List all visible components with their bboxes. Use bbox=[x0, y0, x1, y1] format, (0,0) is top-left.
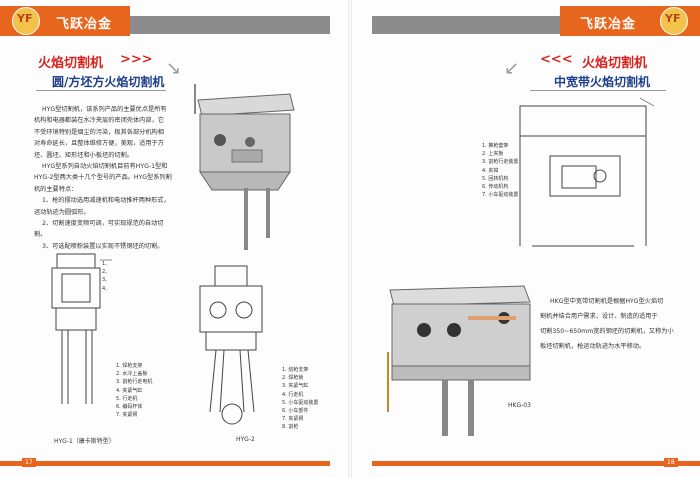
hkg-machine-photo bbox=[387, 285, 531, 436]
left-title-rule bbox=[36, 90, 166, 91]
left-paragraph: 坯、圆坯、矩形坯和小板坯的切割。 bbox=[34, 151, 133, 159]
left-footer-bar bbox=[0, 461, 330, 466]
left-paragraph: HYG型切割机，该系列产品的主要优点是所有 bbox=[42, 106, 167, 113]
right-header-band bbox=[372, 16, 560, 34]
legend-item: 4. 行走机 bbox=[282, 391, 304, 398]
hyg1-technical-drawing bbox=[51, 253, 112, 404]
left-paragraph: 机构和电器都装在水冷夹层的密闭壳体内部，它 bbox=[34, 117, 164, 125]
left-paragraph: HYG-2型两大类十几个型号的产品。HYG型系列割 bbox=[34, 174, 172, 182]
legend-item: 5. 行走机 bbox=[116, 395, 138, 402]
legend-item: 1. 推枪套架 bbox=[482, 143, 509, 149]
hyg1-legend-numbers: 1、 2、 3、 4、 bbox=[102, 260, 110, 293]
legend-item: 5. 小车驱动装置 bbox=[282, 399, 319, 406]
right-section-arrows: <<< bbox=[540, 52, 573, 67]
hyg1-legend: 1. 焊枪支架 2. 水冷上盖板 3. 割枪行走电机 4. 夹紧气缸 5. 行走… bbox=[116, 362, 152, 419]
legend-number: 2、 bbox=[102, 269, 111, 276]
hkg-caption: HKG-03 bbox=[508, 402, 531, 409]
right-paragraph: 板坯切割机，枪运动轨迹为水平移动。 bbox=[540, 343, 646, 350]
legend-item: 4. 夹紧气缸 bbox=[116, 387, 143, 394]
right-brand-name: 飞跃冶金 bbox=[580, 17, 637, 32]
left-section-title: 火焰切割机 bbox=[38, 56, 104, 71]
legend-item: 2. 上夹板 bbox=[482, 151, 504, 158]
legend-item: 3. 夹紧气缸 bbox=[282, 383, 309, 390]
left-paragraph: 割。 bbox=[34, 231, 47, 239]
left-paragraph: 不受环境特别是烟尘的污染，极其各部分机构相 bbox=[34, 128, 164, 136]
legend-item: 7. 夹紧臂 bbox=[116, 412, 138, 419]
left-header-band bbox=[130, 16, 330, 34]
hyg1-caption: HYG-1（康卡斯特型） bbox=[54, 438, 115, 445]
left-paragraph: 运动轨迹为圆弧形。 bbox=[34, 208, 90, 216]
right-body-text: HKG型中宽带切割机是根据HYG型火焰切 割机并结合用户需求，设计、制造的适用于… bbox=[540, 294, 690, 354]
legend-item: 6. 编码杆体 bbox=[116, 404, 143, 411]
right-paragraph: 割机并结合用户需求，设计、制造的适用于 bbox=[540, 313, 658, 320]
legend-item: 5. 回转机构 bbox=[482, 175, 509, 182]
legend-item: 8. 割枪 bbox=[282, 424, 299, 431]
left-paragraph: HYG型系列自动火焰切割机目前有HYG-1型和 bbox=[42, 163, 168, 171]
right-section-title: 火焰切割机 bbox=[582, 56, 648, 71]
page-gutter bbox=[348, 0, 352, 478]
hkg-legend: 1. 推枪套架 2. 上夹板 3. 割枪行走装置 4. 夹钳 5. 回转机构 6… bbox=[482, 142, 518, 199]
left-body-text: HYG型切割机，该系列产品的主要优点是所有 机构和电器都装在水冷夹层的密闭壳体内… bbox=[34, 104, 189, 252]
left-paragraph: 3、可选配喷粉装置以实现不锈钢坯的切割。 bbox=[42, 242, 164, 250]
right-paragraph: 切割350~650mm宽的钢坯的切割机，又称为小 bbox=[540, 328, 674, 335]
hyg2-caption: HYG-2 bbox=[236, 436, 255, 443]
right-footer-bar bbox=[372, 461, 700, 466]
legend-item: 2. 焊枪锁 bbox=[282, 375, 304, 382]
legend-item: 6. 小车部件 bbox=[282, 408, 309, 415]
legend-item: 3. 割枪行走电机 bbox=[116, 379, 153, 386]
arrow-down-left-icon: ↙ bbox=[504, 58, 520, 79]
right-title-rule bbox=[530, 90, 666, 91]
legend-item: 1. 熔枪支架 bbox=[282, 367, 309, 373]
left-logo-icon bbox=[12, 7, 40, 35]
legend-item: 4. 夹钳 bbox=[482, 167, 499, 174]
right-logo-mark: YF bbox=[665, 12, 681, 25]
left-subtitle: 圆/方坯方火焰切割机 bbox=[52, 75, 165, 89]
left-brand-name: 飞跃冶金 bbox=[56, 17, 113, 32]
hyg-machine-photo bbox=[194, 84, 295, 250]
legend-item: 3. 割枪行走装置 bbox=[482, 159, 519, 166]
hkg-technical-drawing bbox=[519, 97, 655, 247]
legend-item: 7. 夹紧臂 bbox=[282, 416, 304, 423]
left-section-arrows: >>> bbox=[120, 52, 153, 67]
arrow-down-right-icon: ↘ bbox=[166, 58, 182, 79]
hyg2-technical-drawing bbox=[199, 265, 263, 425]
legend-number: 3、 bbox=[102, 277, 111, 284]
left-paragraph: 1、枪的摆动选用减速机和电动推杆两种形式， bbox=[42, 197, 170, 205]
legend-item: 7. 小车驱动装置 bbox=[482, 192, 519, 199]
right-paragraph: HKG型中宽带切割机是根据HYG型火焰切 bbox=[550, 298, 664, 305]
legend-item: 6. 传动机构 bbox=[482, 184, 509, 191]
left-logo-mark: YF bbox=[17, 12, 33, 25]
legend-number: 1、 bbox=[102, 261, 111, 267]
legend-item: 1. 焊枪支架 bbox=[116, 363, 143, 369]
right-logo-icon bbox=[660, 7, 688, 35]
left-page-number: 17 bbox=[22, 458, 36, 467]
right-page-number: 18 bbox=[664, 458, 678, 467]
legend-item: 2. 水冷上盖板 bbox=[116, 371, 148, 378]
legend-number: 4、 bbox=[102, 285, 111, 292]
left-paragraph: 2、切割速度变频可调，可实现规范的自动切 bbox=[42, 220, 164, 228]
hyg2-legend: 1. 熔枪支架 2. 焊枪锁 3. 夹紧气缸 4. 行走机 5. 小车驱动装置 … bbox=[282, 366, 318, 432]
left-paragraph: 机的主要特点： bbox=[34, 185, 78, 193]
left-paragraph: 对寿命延长，且整体维修方便，美观，适用于方 bbox=[34, 140, 164, 148]
right-subtitle: 中宽带火焰切割机 bbox=[554, 75, 651, 89]
